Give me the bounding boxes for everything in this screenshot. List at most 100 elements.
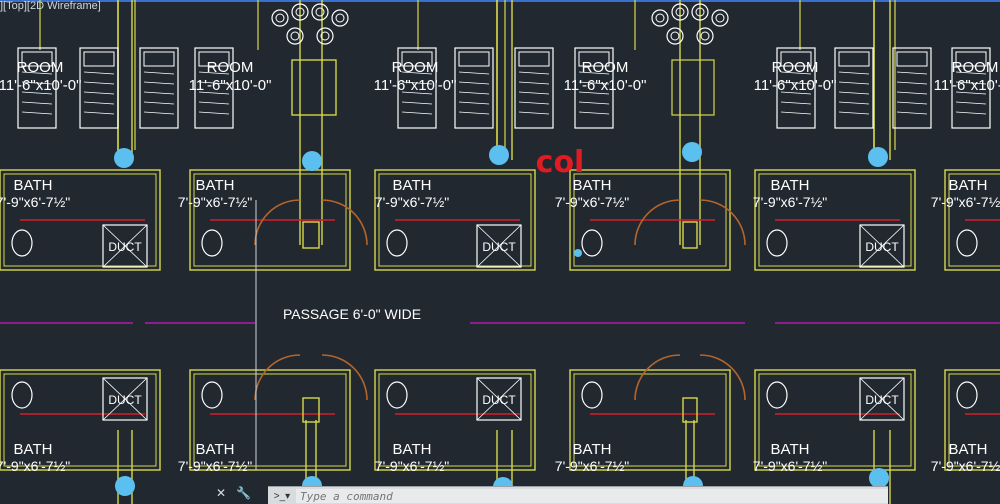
- bed-sheet-line: [955, 101, 987, 105]
- bed: [514, 47, 554, 129]
- chair: [651, 9, 669, 27]
- room-title: ROOM: [772, 59, 819, 76]
- bed-sheet-line: [401, 101, 433, 105]
- wrench-icon[interactable]: 🔧: [236, 486, 252, 500]
- bed-sheet-line: [21, 101, 53, 105]
- bath-size: 7'-9"x6'-7½": [555, 194, 629, 210]
- bed-sheet-line: [21, 81, 53, 85]
- command-prompt-icon[interactable]: >_▾: [273, 490, 291, 502]
- bed-sheet-line: [143, 81, 175, 85]
- duct-label: DUCT: [108, 393, 142, 407]
- duct-cross: [102, 224, 148, 268]
- bed-sheet-line: [578, 71, 610, 75]
- bed: [397, 47, 437, 129]
- duct-cross: [859, 224, 905, 268]
- room-title: ROOM: [582, 59, 629, 76]
- bed: [194, 47, 234, 129]
- bath-inner: [758, 373, 912, 467]
- bath-size: 7'-9"x6'-7½": [375, 458, 449, 474]
- duct-box: [476, 224, 522, 268]
- bed-sheet-line: [83, 91, 115, 95]
- bed-sheet-line: [780, 71, 812, 75]
- room-size: 11'-6"x10'-0": [189, 77, 272, 94]
- bath-inner: [758, 173, 912, 267]
- toilet: [766, 381, 788, 409]
- bed-sheet-line: [780, 101, 812, 105]
- bed-sheet-line: [896, 81, 928, 85]
- bed-sheet-line: [143, 101, 175, 105]
- command-input[interactable]: [296, 489, 888, 503]
- bed-sheet-line: [21, 91, 53, 95]
- bed-sheet-line: [198, 111, 230, 115]
- bed-sheet-line: [458, 91, 490, 95]
- column-marker: [869, 468, 889, 488]
- bath-inner: [193, 173, 347, 267]
- bed-sheet-line: [838, 101, 870, 105]
- bed-sheet-line: [896, 101, 928, 105]
- door-swing: [321, 199, 368, 246]
- chair-seat: [675, 7, 685, 17]
- bed: [574, 47, 614, 129]
- shaft-base: [682, 397, 698, 423]
- bed-sheet-line: [518, 111, 550, 115]
- room-title: ROOM: [207, 59, 254, 76]
- chair: [311, 3, 329, 21]
- command-line: >_▾: [268, 486, 888, 504]
- viewport-label[interactable]: ][Top][2D Wireframe]: [0, 0, 101, 12]
- bath-outline: [754, 369, 916, 471]
- chair-seat: [695, 7, 705, 17]
- bath-inner: [378, 373, 532, 467]
- room-size: 11'-6"x10'-0": [374, 77, 457, 94]
- toilet: [581, 381, 603, 409]
- chair-seat: [290, 31, 300, 41]
- bed-sheet-line: [780, 81, 812, 85]
- bed-sheet-line: [143, 71, 175, 75]
- duct-label: DUCT: [482, 240, 516, 254]
- command-tools: ✕ 🔧: [216, 486, 251, 504]
- bath-title: BATH: [196, 177, 235, 194]
- toilet: [386, 229, 408, 257]
- bed-sheet-line: [21, 71, 53, 75]
- close-icon[interactable]: ✕: [216, 486, 227, 500]
- door-swing: [699, 199, 746, 246]
- bed-sheet-line: [896, 91, 928, 95]
- bath-outline: [189, 369, 351, 471]
- column-marker: [868, 147, 888, 167]
- bath-size: 7'-9"x6'-7½": [931, 194, 1000, 210]
- bath-title: BATH: [771, 177, 810, 194]
- bed-sheet-line: [955, 111, 987, 115]
- room-size: 11'-6"x10'-0": [564, 77, 647, 94]
- toilet: [201, 381, 223, 409]
- room-size: 11'-6"x10'-0": [934, 77, 1000, 94]
- pillow: [83, 51, 115, 67]
- door-swing: [634, 199, 681, 246]
- chair: [696, 27, 714, 45]
- room-size: 11'-6"x10'-0": [754, 77, 837, 94]
- bath-title: BATH: [573, 177, 612, 194]
- chair: [711, 9, 729, 27]
- toilet: [956, 229, 978, 257]
- chair: [691, 3, 709, 21]
- bed-sheet-line: [838, 81, 870, 85]
- pillow: [198, 51, 230, 67]
- duct-label: DUCT: [108, 240, 142, 254]
- bed-sheet-line: [896, 111, 928, 115]
- bed-sheet-line: [401, 91, 433, 95]
- bath-inner: [573, 173, 727, 267]
- closet-outline: [291, 59, 337, 116]
- bath-outline: [569, 369, 731, 471]
- bed-sheet-line: [198, 101, 230, 105]
- room-title: ROOM: [952, 59, 999, 76]
- toilet: [956, 381, 978, 409]
- bed-sheet-line: [83, 71, 115, 75]
- bed-sheet-line: [458, 81, 490, 85]
- duct-cross: [859, 377, 905, 421]
- chair-seat: [670, 31, 680, 41]
- shaft-base: [682, 221, 698, 249]
- bath-outline: [944, 369, 1000, 471]
- bed: [139, 47, 179, 129]
- bath-title: BATH: [14, 177, 53, 194]
- bath-outline: [189, 169, 351, 271]
